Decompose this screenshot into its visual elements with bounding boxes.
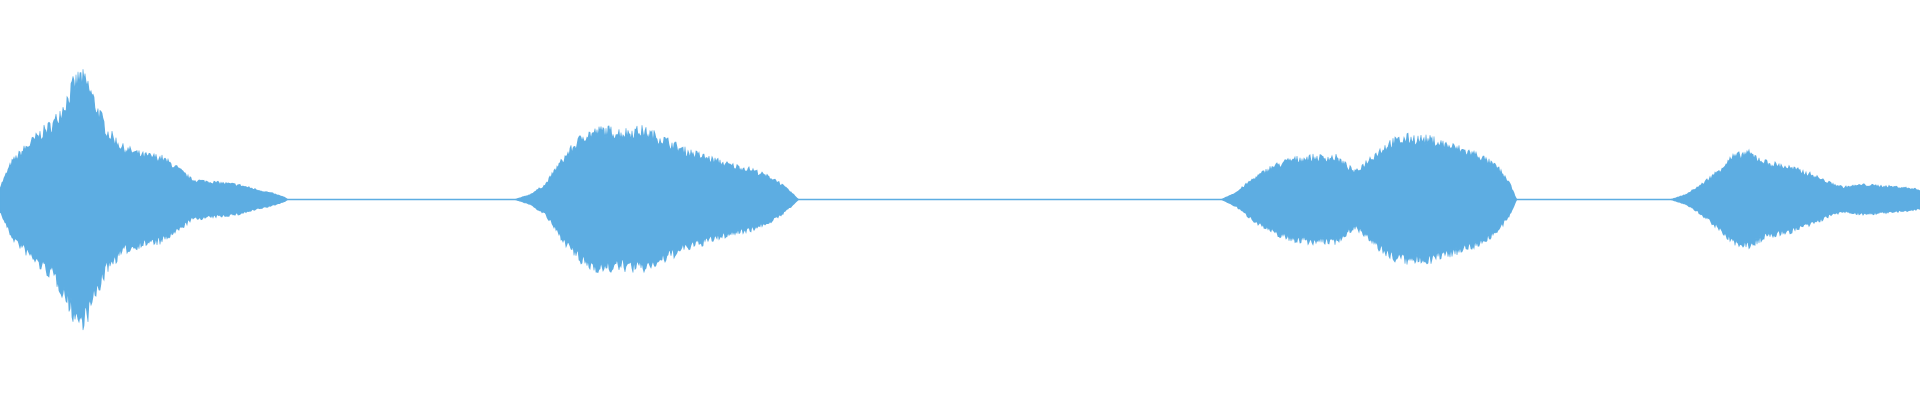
waveform-body — [0, 69, 1920, 331]
